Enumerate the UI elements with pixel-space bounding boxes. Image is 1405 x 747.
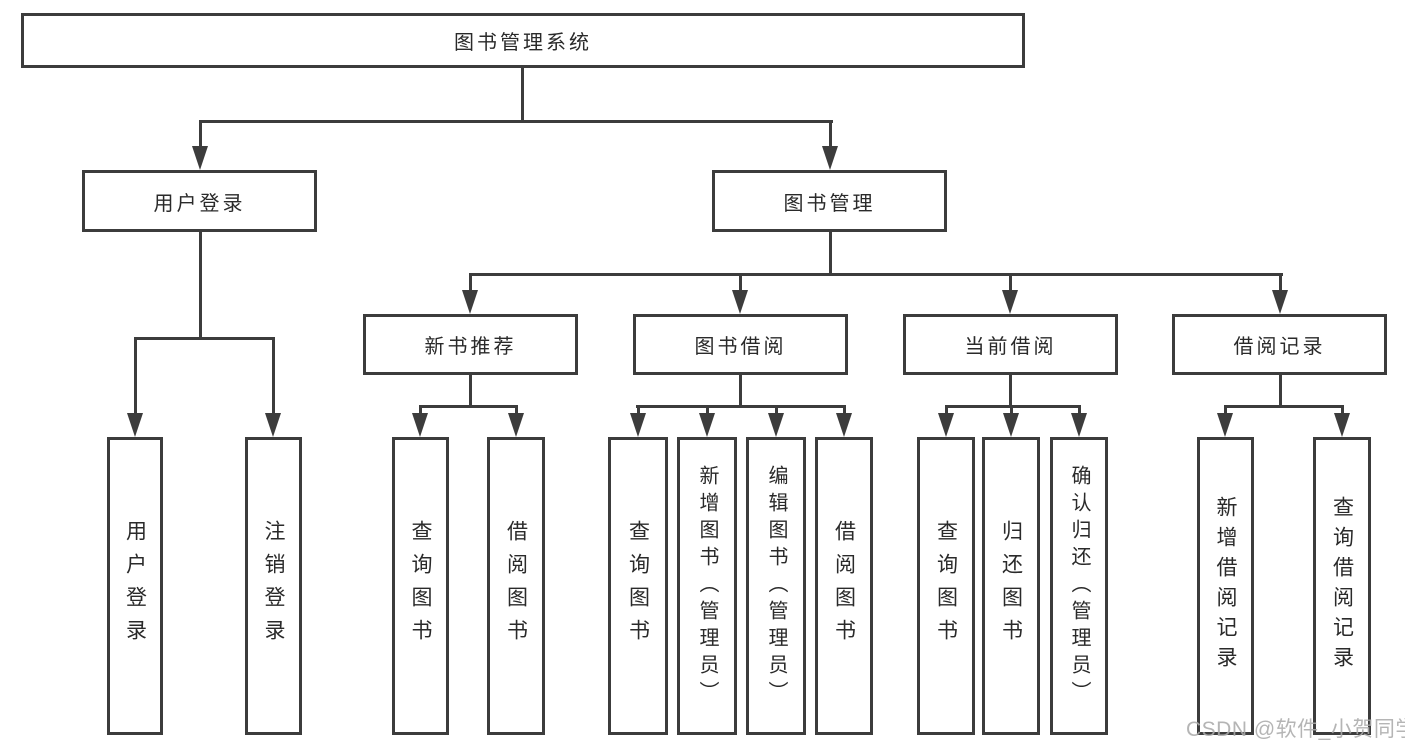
connector-new-book-recommend-hline [419,405,518,408]
connector-book-borrow-stem [739,375,742,405]
connector-drop-add-record [1224,405,1227,417]
connector-drop-book-borrow [739,273,742,293]
node-borrow-records-label: 借阅记录 [1233,336,1326,358]
arrowhead-down [508,413,524,437]
node-query-books-1: 查询图书 [392,437,449,735]
node-current-borrow: 当前借阅 [903,314,1118,375]
arrowhead-down [265,413,281,437]
node-new-book-recommend-label: 新书推荐 [424,336,517,358]
arrowhead-down [462,290,478,314]
arrowhead-down [822,146,838,170]
connector-current-borrow-stem [1009,375,1012,405]
node-book-management-label: 图书管理 [783,192,876,215]
arrowhead-down [732,290,748,314]
connector-drop-user-login-leaf [134,337,137,417]
node-book-borrow-label: 图书借阅 [694,336,787,358]
node-user-login: 用户登录 [82,170,317,232]
connector-book-borrow-hline [636,405,846,408]
connector-borrow-records-hline [1224,405,1344,408]
node-return-books: 归还图书 [982,437,1040,735]
node-root: 图书管理系统 [21,13,1025,68]
connector-drop-query-record [1341,405,1344,417]
arrowhead-down [938,413,954,437]
arrowhead-down [127,413,143,437]
connector-new-book-recommend-stem [469,375,472,405]
connector-drop-user-login [199,120,202,150]
connector-level3-hline [469,273,1283,276]
node-book-management: 图书管理 [712,170,947,232]
connector-user-login-hline [134,337,275,340]
node-user-login-leaf: 用户登录 [107,437,163,735]
arrowhead-down [1003,413,1019,437]
node-query-borrow-record-label: 查询借阅记录 [1330,496,1354,676]
connector-drop-query-books-3 [945,405,948,417]
connector-drop-logout-leaf [272,337,275,417]
arrowhead-down [768,413,784,437]
node-user-login-label: 用户登录 [153,192,246,215]
connector-drop-confirm-return [1078,405,1081,417]
connector-current-borrow-hline [945,405,1081,408]
arrowhead-down [192,146,208,170]
node-book-borrow: 图书借阅 [633,314,848,375]
node-return-books-label: 归还图书 [999,520,1023,652]
node-add-books-admin-label: 新增图书（管理员） [696,464,718,708]
node-edit-books-admin-label: 编辑图书（管理员） [765,464,787,708]
connector-drop-add-books [706,405,709,417]
node-new-book-recommend: 新书推荐 [363,314,578,375]
arrowhead-down [1217,413,1233,437]
node-logout-leaf: 注销登录 [245,437,302,735]
node-query-books-2: 查询图书 [608,437,668,735]
connector-borrow-records-stem [1279,375,1282,405]
csdn-watermark: CSDN @软件_小贺同学 [1186,718,1405,741]
node-add-books-admin: 新增图书（管理员） [677,437,737,735]
arrowhead-down [1334,413,1350,437]
node-borrow-books-2: 借阅图书 [815,437,873,735]
connector-drop-book-management [829,120,832,150]
arrowhead-down [699,413,715,437]
connector-user-login-stem [199,232,202,337]
connector-drop-current-borrow [1009,273,1012,293]
node-confirm-return-admin-label: 确认归还（管理员） [1068,464,1090,708]
node-user-login-leaf-label: 用户登录 [123,520,147,652]
node-current-borrow-label: 当前借阅 [964,336,1057,358]
node-root-label: 图书管理系统 [454,32,592,54]
node-borrow-books-2-label: 借阅图书 [832,520,856,652]
connector-book-management-stem [829,232,832,273]
connector-drop-borrow-books-2 [843,405,846,417]
node-query-books-3-label: 查询图书 [934,520,958,652]
arrowhead-down [836,413,852,437]
node-query-books-1-label: 查询图书 [409,520,432,652]
connector-drop-return-books [1010,405,1013,417]
arrowhead-down [1071,413,1087,437]
arrowhead-down [630,413,646,437]
connector-drop-edit-books [775,405,778,417]
node-query-books-3: 查询图书 [917,437,975,735]
connector-drop-new-book-recommend [469,273,472,293]
node-logout-leaf-label: 注销登录 [262,520,285,652]
arrowhead-down [1002,290,1018,314]
connector-drop-borrow-books-1 [515,405,518,417]
node-edit-books-admin: 编辑图书（管理员） [746,437,806,735]
connector-root-trunk [521,68,524,120]
connector-drop-query-books-1 [419,405,422,417]
node-confirm-return-admin: 确认归还（管理员） [1050,437,1108,735]
node-borrow-records: 借阅记录 [1172,314,1387,375]
node-borrow-books-1-label: 借阅图书 [504,520,528,652]
node-borrow-books-1: 借阅图书 [487,437,545,735]
node-add-borrow-record: 新增借阅记录 [1197,437,1254,735]
node-query-books-2-label: 查询图书 [626,520,650,652]
arrowhead-down [412,413,428,437]
connector-drop-query-books-2 [637,405,640,417]
arrowhead-down [1272,290,1288,314]
node-add-borrow-record-label: 新增借阅记录 [1214,496,1237,676]
node-query-borrow-record: 查询借阅记录 [1313,437,1371,735]
connector-level2-hline [199,120,833,123]
connector-drop-borrow-records [1279,273,1282,293]
